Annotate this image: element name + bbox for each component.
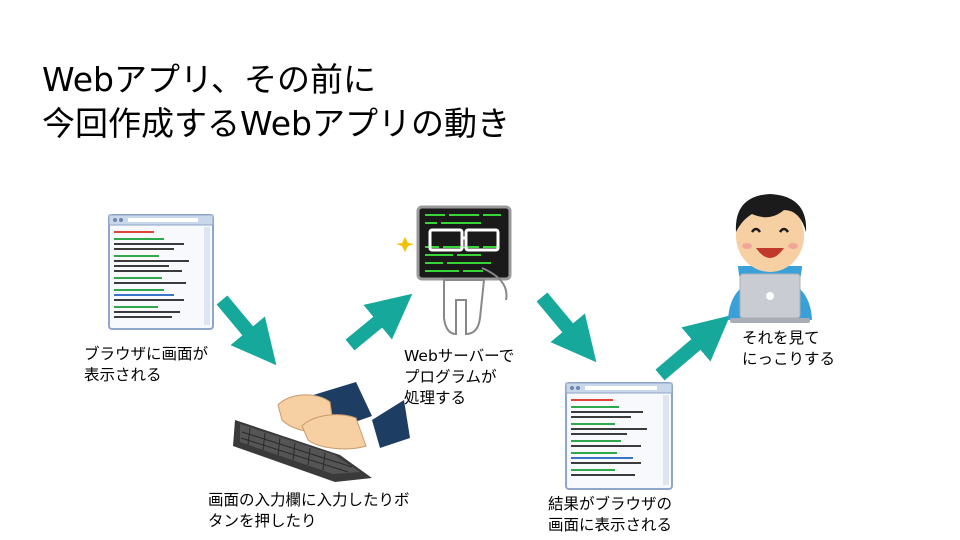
step-1-line-1: ブラウザに画面が (84, 345, 209, 363)
step-5-line-2: にっこりする (742, 350, 836, 368)
page-title: Webアプリ、その前に 今回作成するWebアプリの動き (42, 58, 510, 146)
step-2-line-2: タンを押したり (208, 512, 317, 530)
smiling-person-laptop-icon (728, 194, 812, 323)
step-4-line-1: 結果がブラウザの (548, 495, 673, 513)
arrow-1 (216, 295, 277, 366)
step-label-5: それを見て にっこりする (742, 328, 835, 370)
step-5-line-1: それを見て (742, 329, 820, 347)
title-line-1: Webアプリ、その前に (42, 60, 376, 99)
step-2-line-1: 画面の入力欄に入力したりボ (208, 491, 410, 509)
typing-keyboard-icon (233, 382, 410, 482)
arrow-2 (345, 293, 413, 351)
step-label-3: Webサーバーで プログラムが 処理する (404, 346, 514, 409)
title-line-2: 今回作成するWebアプリの動き (42, 104, 510, 143)
step-4-line-2: 画面に表示される (548, 516, 673, 534)
step-label-4: 結果がブラウザの 画面に表示される (548, 494, 672, 536)
server-monitor-icon (396, 205, 512, 336)
arrow-4 (655, 315, 731, 381)
step-label-2: 画面の入力欄に入力したりボ タンを押したり (208, 490, 410, 532)
step-3-line-1: Webサーバーで (404, 347, 515, 365)
browser-window-result-icon (565, 382, 673, 490)
arrow-3 (536, 292, 597, 363)
step-3-line-2: プログラムが (404, 368, 497, 386)
step-1-line-2: 表示される (84, 366, 162, 384)
step-label-1: ブラウザに画面が 表示される (84, 344, 208, 386)
step-3-line-3: 処理する (404, 389, 467, 407)
browser-window-icon (108, 214, 214, 330)
